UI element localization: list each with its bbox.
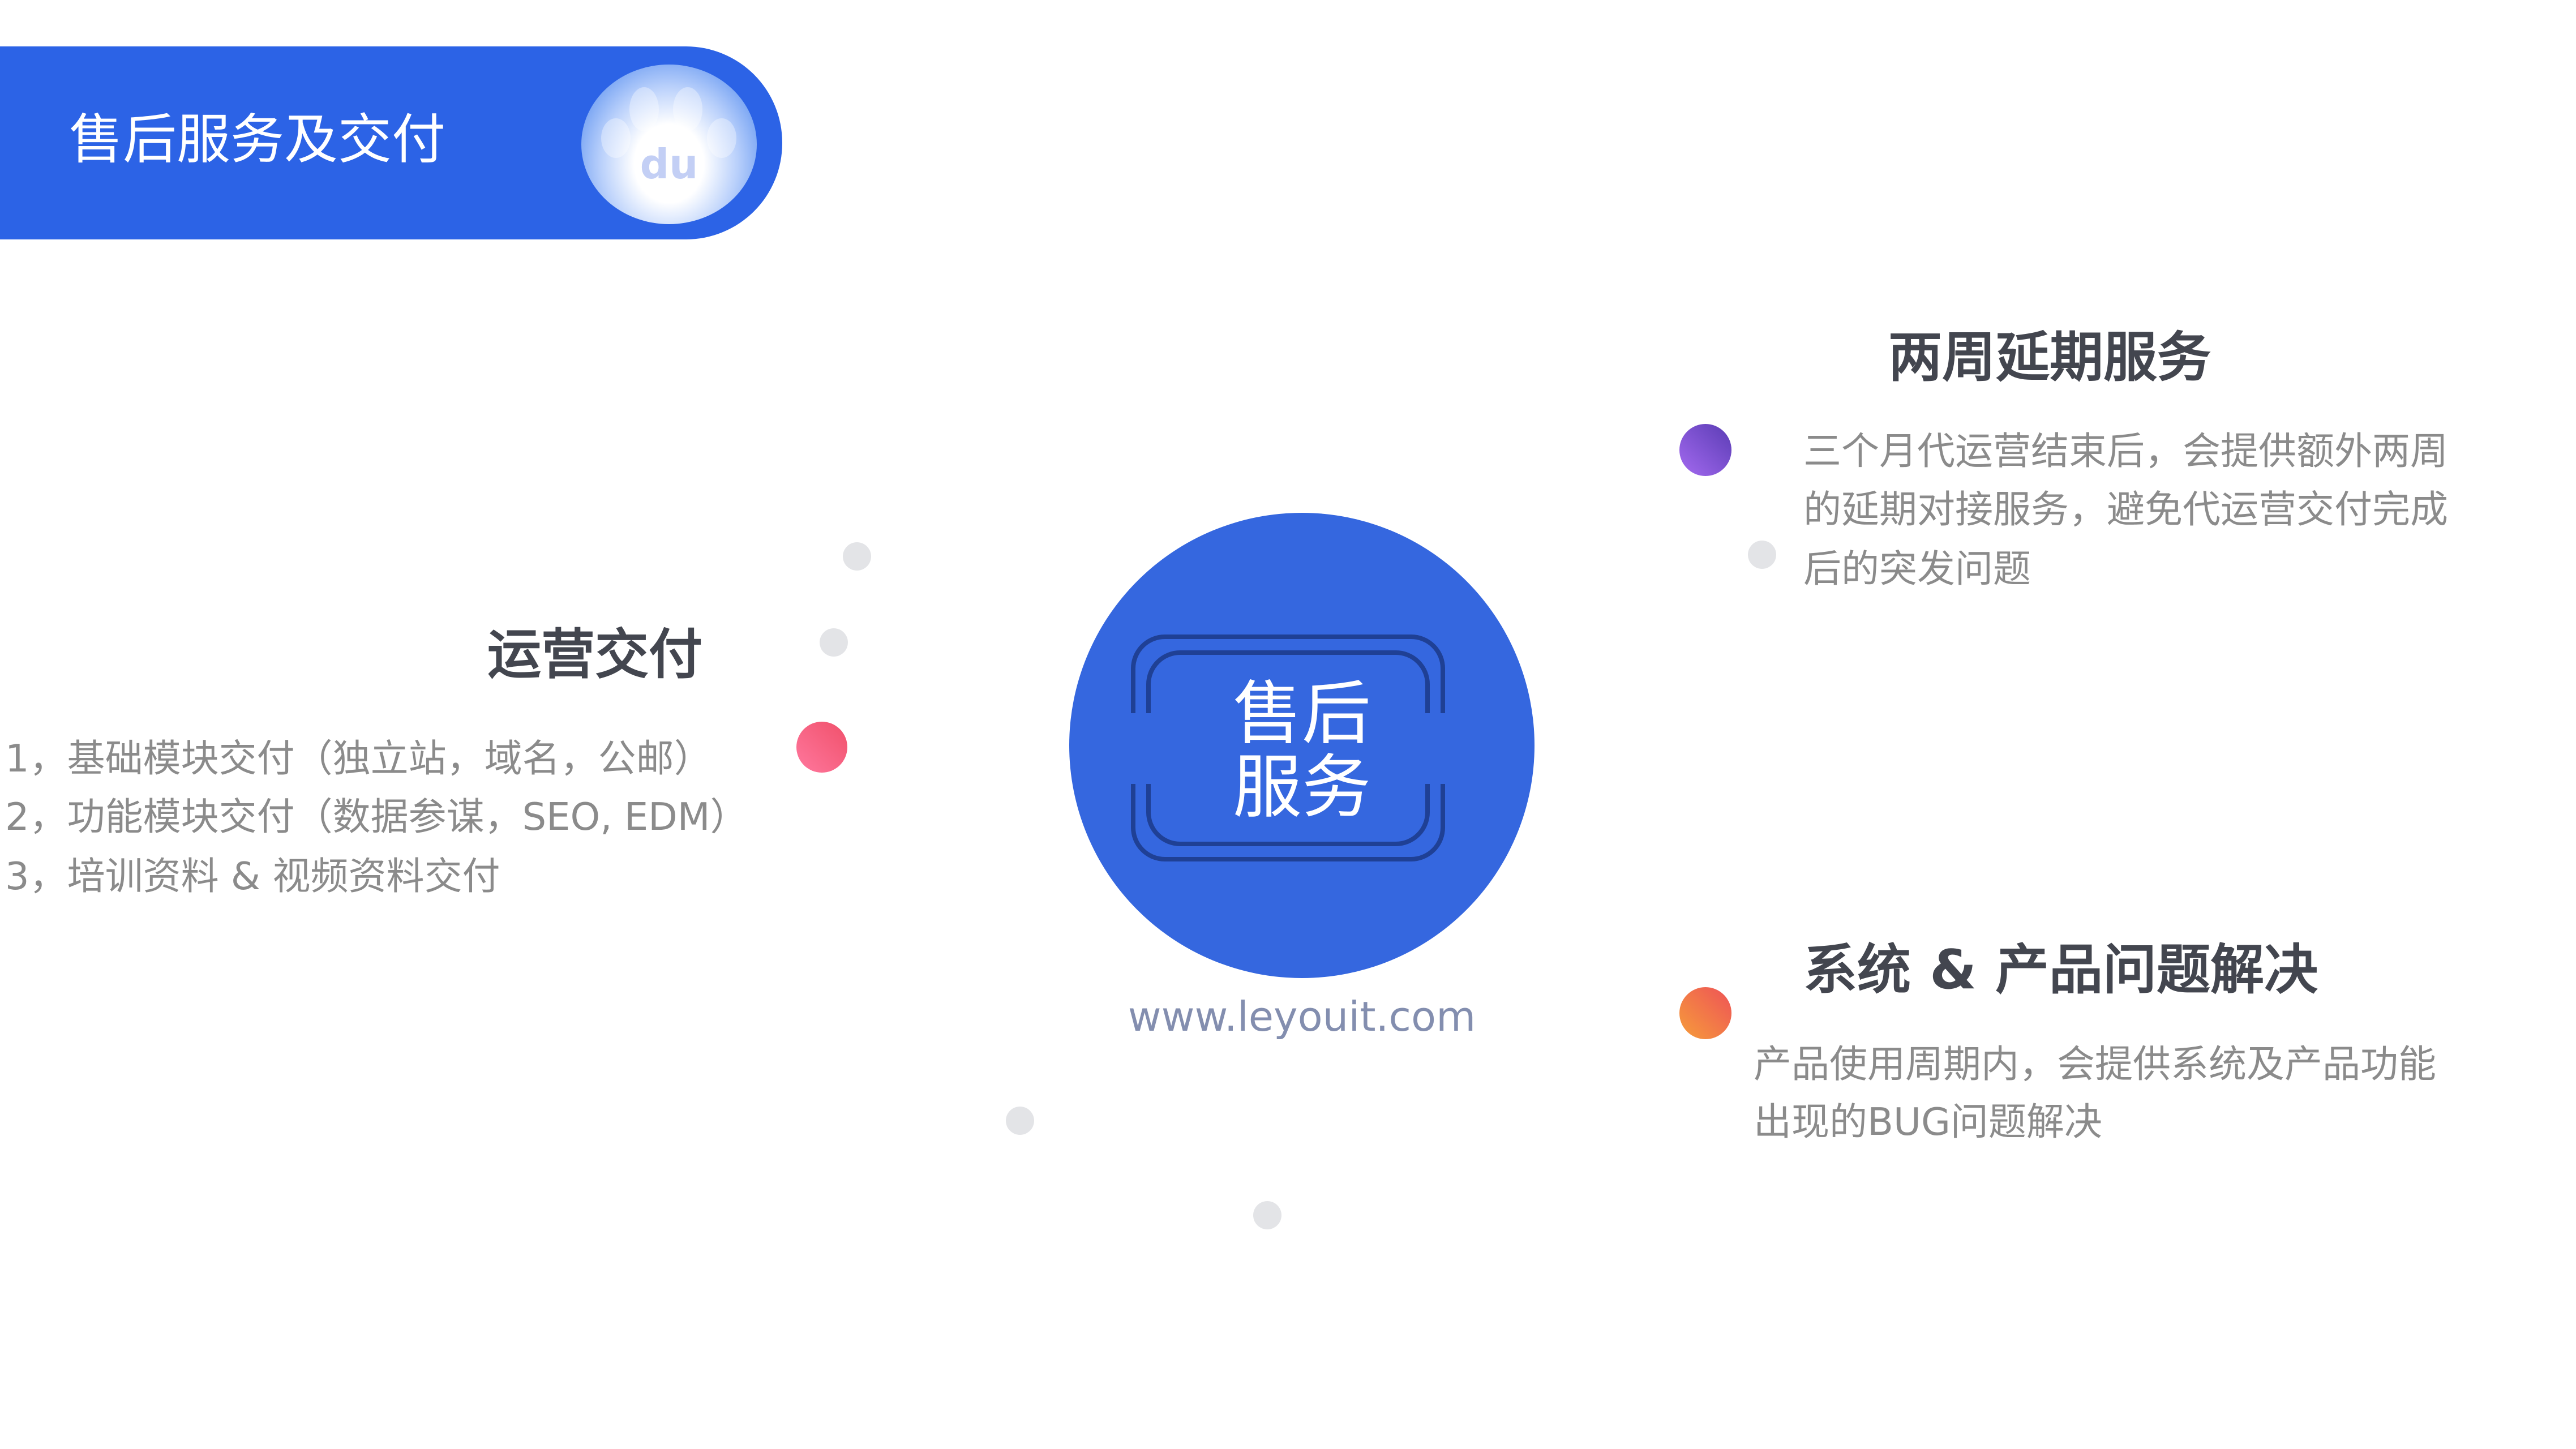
- logo-text: du: [640, 140, 698, 188]
- operations-item: 3，培训资料 & 视频资料交付: [5, 854, 500, 898]
- operations-dot: [796, 722, 847, 773]
- issues-line: 产品使用周期内，会提供系统及产品功能: [1754, 1042, 2436, 1086]
- issues-title: 系统 & 产品问题解决: [1803, 939, 2318, 1001]
- decor-dot: [1253, 1201, 1281, 1229]
- page-title: 售后服务及交付: [69, 109, 446, 171]
- issues-dot: [1679, 987, 1731, 1039]
- issues-line: 出现的BUG问题解决: [1754, 1100, 2102, 1144]
- operations-item: 2，功能模块交付（数据参谋，SEO, EDM）: [5, 795, 748, 839]
- extension-line: 三个月代运营结束后，会提供额外两周: [1803, 429, 2448, 473]
- watermark: www.leyouit.com: [1128, 993, 1476, 1040]
- center-title-line2: 服务: [1233, 747, 1371, 828]
- extension-title: 两周延期服务: [1888, 327, 2211, 389]
- decor-dot: [820, 628, 848, 657]
- decor-dot: [1748, 541, 1776, 569]
- extension-line: 后的突发问题: [1803, 547, 2031, 591]
- extension-line: 的延期对接服务，避免代运营交付完成: [1803, 487, 2448, 531]
- decor-dot: [843, 542, 871, 571]
- operations-item: 1，基础模块交付（独立站，域名，公邮）: [5, 736, 712, 781]
- decor-dot: [1006, 1107, 1034, 1135]
- operations-title: 运营交付: [487, 624, 702, 686]
- baidu-paw-icon: du: [581, 65, 757, 224]
- extension-dot: [1679, 424, 1731, 476]
- frame-gap-right: [1424, 713, 1450, 784]
- frame-gap-left: [1126, 713, 1152, 784]
- center-title-line1: 售后: [1233, 674, 1371, 754]
